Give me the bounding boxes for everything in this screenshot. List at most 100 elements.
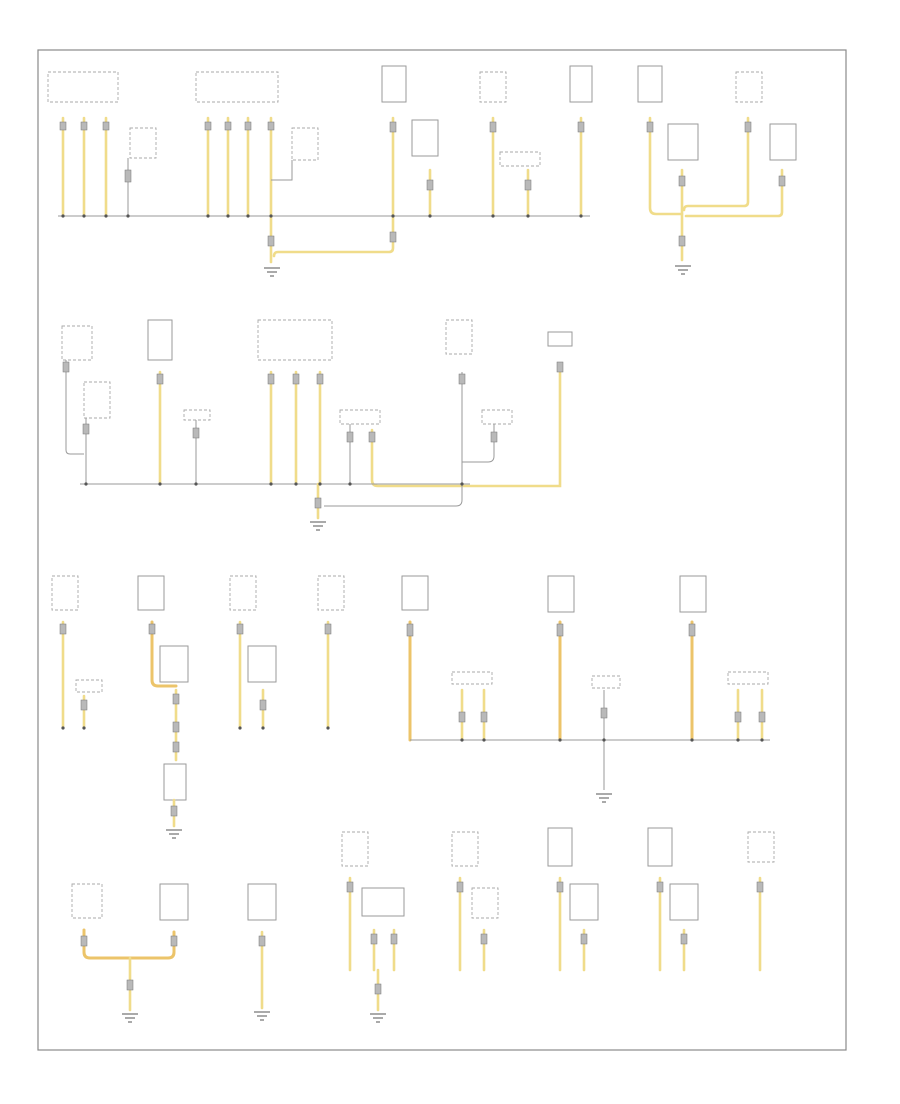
diagram-frame bbox=[37, 49, 847, 1051]
component-box bbox=[591, 675, 621, 689]
connector bbox=[370, 933, 378, 945]
splice-node bbox=[690, 738, 694, 742]
component-box bbox=[317, 575, 345, 611]
wire-ground bbox=[65, 360, 84, 455]
splice-node bbox=[736, 738, 740, 742]
wire-yellow bbox=[648, 116, 684, 216]
connector bbox=[688, 623, 696, 637]
splice-node bbox=[126, 214, 130, 218]
splice-node bbox=[226, 214, 230, 218]
splice-node bbox=[391, 214, 395, 218]
connector bbox=[556, 361, 564, 373]
component-box bbox=[769, 123, 797, 161]
connector bbox=[267, 235, 275, 247]
connector bbox=[524, 179, 532, 191]
component-box bbox=[341, 831, 369, 867]
splice-node bbox=[491, 214, 495, 218]
component-box bbox=[129, 127, 157, 159]
component-box bbox=[147, 319, 173, 361]
splice-node bbox=[348, 482, 352, 486]
wire-yellow bbox=[272, 214, 395, 258]
wire-ground bbox=[324, 484, 463, 507]
splice-node bbox=[261, 726, 265, 730]
splice-node bbox=[61, 214, 65, 218]
component-box bbox=[229, 575, 257, 611]
ground-symbol bbox=[122, 1013, 138, 1023]
component-box bbox=[195, 71, 279, 103]
section-2 bbox=[61, 319, 573, 531]
connector bbox=[172, 721, 180, 733]
connector bbox=[756, 881, 764, 893]
wire-yellow bbox=[370, 370, 562, 488]
ground-symbol bbox=[264, 267, 280, 277]
wire-ground bbox=[462, 424, 495, 463]
connector bbox=[170, 935, 178, 947]
connector bbox=[324, 623, 332, 635]
ground-symbol bbox=[254, 1011, 270, 1021]
connector bbox=[62, 361, 70, 373]
splice-node bbox=[269, 214, 273, 218]
connector bbox=[490, 431, 498, 443]
connector bbox=[267, 373, 275, 385]
connector bbox=[346, 431, 354, 443]
connector bbox=[734, 711, 742, 723]
component-box bbox=[569, 883, 599, 921]
component-box bbox=[83, 381, 111, 419]
component-box bbox=[451, 671, 493, 685]
connector bbox=[224, 121, 232, 131]
component-box bbox=[445, 319, 473, 355]
component-box bbox=[547, 331, 573, 347]
splice-node bbox=[158, 482, 162, 486]
connector bbox=[204, 121, 212, 131]
splice-node bbox=[318, 482, 322, 486]
component-box bbox=[669, 883, 699, 921]
wire-yellow bbox=[82, 928, 176, 960]
connector bbox=[244, 121, 252, 131]
component-box bbox=[137, 575, 165, 611]
splice-node bbox=[326, 726, 330, 730]
connector bbox=[678, 175, 686, 187]
splice-node bbox=[104, 214, 108, 218]
splice-node bbox=[238, 726, 242, 730]
connector bbox=[80, 935, 88, 947]
connector bbox=[656, 881, 664, 893]
connector bbox=[744, 121, 752, 133]
section-1b bbox=[637, 65, 797, 275]
connector bbox=[456, 881, 464, 893]
section-3-left bbox=[51, 575, 345, 839]
connector bbox=[192, 427, 200, 439]
component-box bbox=[727, 671, 769, 685]
connector bbox=[389, 231, 397, 243]
connector bbox=[80, 699, 88, 711]
connector bbox=[170, 805, 178, 817]
splice-node bbox=[82, 214, 86, 218]
splice-node bbox=[579, 214, 583, 218]
connector bbox=[577, 121, 585, 133]
section-3-right bbox=[401, 575, 770, 803]
connector bbox=[148, 623, 156, 635]
splice-node bbox=[602, 738, 606, 742]
connector bbox=[126, 979, 134, 991]
ground-symbol bbox=[370, 1013, 386, 1023]
splice-node bbox=[82, 726, 86, 730]
ground-symbol bbox=[596, 793, 612, 803]
splice-node bbox=[558, 738, 562, 742]
splice-node bbox=[482, 738, 486, 742]
component-box bbox=[569, 65, 593, 103]
connector bbox=[314, 497, 322, 509]
component-box bbox=[479, 71, 507, 103]
connector bbox=[680, 933, 688, 945]
splice-node bbox=[460, 738, 464, 742]
connector bbox=[346, 881, 354, 893]
connector bbox=[259, 699, 267, 711]
connector bbox=[316, 373, 324, 385]
connector bbox=[267, 121, 275, 131]
splice-node bbox=[206, 214, 210, 218]
splice-node bbox=[269, 482, 273, 486]
connector bbox=[374, 983, 382, 995]
splice-node bbox=[460, 482, 464, 486]
connector bbox=[556, 623, 564, 637]
connector bbox=[480, 711, 488, 723]
